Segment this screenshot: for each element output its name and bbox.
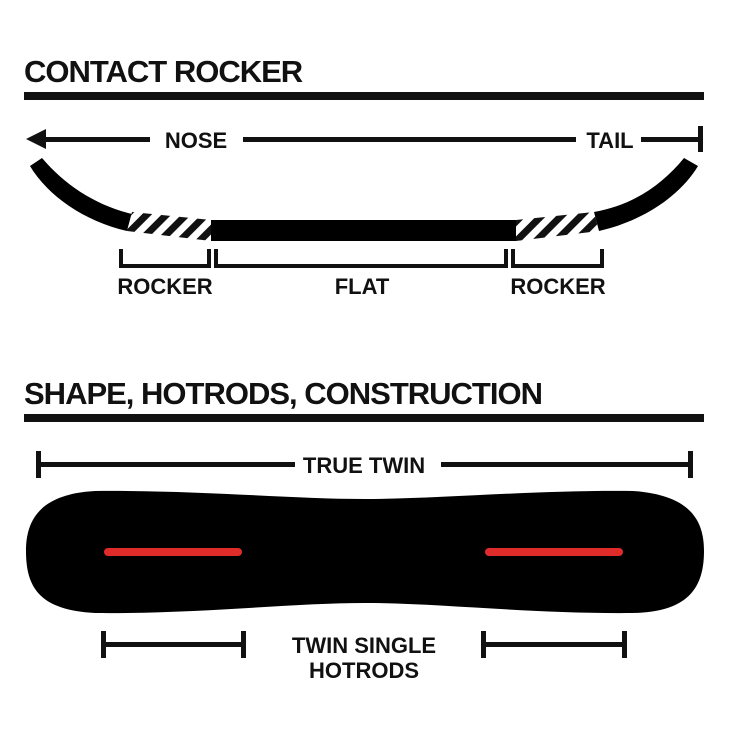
bracket-rocker-left — [119, 264, 211, 268]
shape-section-title: SHAPE, HOTRODS, CONSTRUCTION — [24, 376, 542, 411]
hotrod-bracket-left — [101, 642, 246, 647]
arrow-line-middle — [243, 137, 576, 142]
nose-tail-arrow — [26, 126, 703, 152]
board-profile — [30, 158, 698, 241]
rocker-left-label: ROCKER — [117, 274, 212, 299]
bracket-left-start — [119, 249, 123, 267]
nose-arrowhead-icon — [26, 129, 46, 149]
flat-zone — [211, 220, 516, 241]
board-top-view — [26, 490, 704, 614]
tail-kick — [594, 158, 698, 231]
nose-rocker-zone — [127, 212, 211, 241]
bracket-flat — [214, 264, 508, 268]
zone-brackets — [119, 249, 604, 268]
hotrod-brackets — [101, 631, 627, 658]
rocker-title-rule — [24, 92, 704, 100]
bracket-left-end — [207, 249, 211, 267]
hotrod-bracket-left-end — [241, 631, 246, 658]
twin-line-left — [36, 462, 295, 467]
shape-title-rule — [24, 414, 704, 422]
bracket-right-start — [511, 249, 515, 267]
true-twin-dimension — [36, 451, 693, 478]
bracket-flat-start — [214, 249, 218, 267]
bracket-flat-end — [504, 249, 508, 267]
twin-line-right — [441, 462, 693, 467]
nose-kick — [30, 158, 132, 231]
true-twin-label: TRUE TWIN — [303, 453, 425, 478]
tail-label: TAIL — [586, 128, 633, 153]
hotrod-bracket-right-end — [622, 631, 627, 658]
nose-label: NOSE — [165, 128, 227, 153]
tail-end-cap — [698, 126, 703, 152]
twin-end-cap-right — [688, 451, 693, 478]
rocker-section-title: CONTACT ROCKER — [24, 54, 303, 89]
flat-label: FLAT — [335, 274, 390, 299]
hotrods-label-line2: HOTRODS — [309, 658, 419, 683]
tail-rocker-zone — [516, 212, 599, 241]
hotrod-bracket-right — [481, 642, 627, 647]
bracket-rocker-right — [511, 264, 604, 268]
bracket-right-end — [600, 249, 604, 267]
hotrods-label-line1: TWIN SINGLE — [292, 633, 436, 658]
arrow-line-left — [44, 137, 150, 142]
rocker-right-label: ROCKER — [510, 274, 605, 299]
arrow-line-right — [641, 137, 701, 142]
